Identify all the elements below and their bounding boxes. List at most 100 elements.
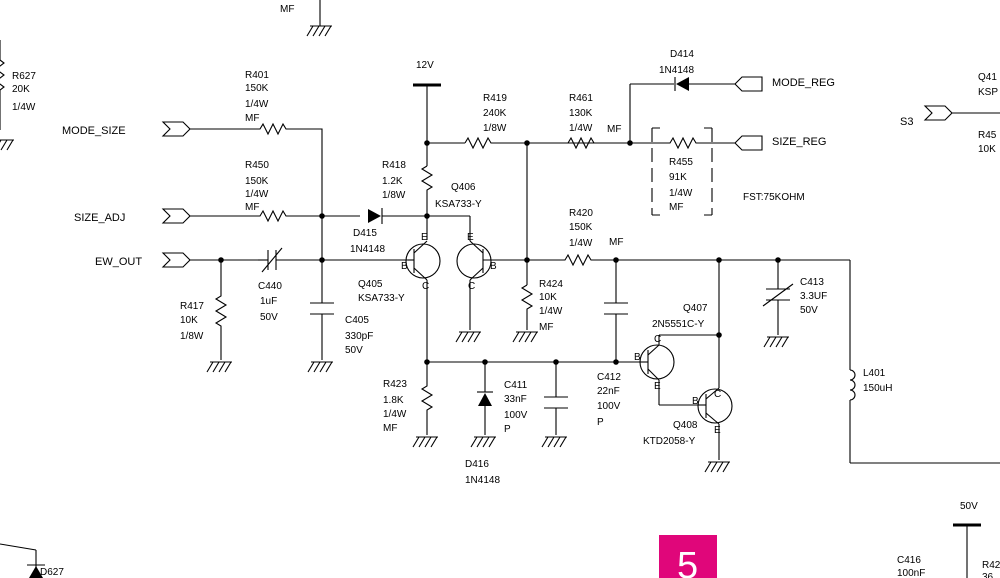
- r461-resistor: R461 130K 1/4W MF: [567, 93, 621, 150]
- c413-voltage: 50V: [800, 305, 818, 316]
- d416-diode: D416 1N4148: [465, 362, 500, 486]
- r423-ref: R423: [383, 379, 407, 390]
- q41x-partial: Q41 KSP R45 10K: [978, 72, 998, 155]
- q408-pin-e: E: [714, 425, 721, 436]
- r401-ref: R401: [245, 70, 269, 81]
- q406-pin-e: E: [467, 232, 474, 243]
- c412-value: 22nF: [597, 386, 620, 397]
- c440-capacitor: C440 1uF 50V: [258, 247, 408, 323]
- r420-ref: R420: [569, 208, 593, 219]
- c413-value: 3.3UF: [800, 291, 827, 302]
- c412-type: P: [597, 417, 604, 428]
- q405-value: KSA733-Y: [358, 293, 405, 304]
- r418-value: 1.2K: [382, 176, 403, 187]
- d414-ref: D414: [670, 49, 694, 60]
- c411-value: 33nF: [504, 394, 527, 405]
- r455-value: 91K: [669, 172, 687, 183]
- r417-resistor: R417 10K 1/8W: [180, 260, 233, 373]
- r423-type: MF: [383, 423, 397, 434]
- r418-power: 1/8W: [382, 190, 406, 201]
- c416-value: 100nF: [897, 568, 925, 578]
- r461-type: MF: [607, 124, 621, 135]
- r419-value: 240K: [483, 108, 507, 119]
- r424-power: 1/4W: [539, 306, 563, 317]
- r627-power: 1/4W: [12, 102, 36, 113]
- port-size-adj: SIZE_ADJ: [74, 208, 255, 224]
- q405-transistor: B E C Q405 KSA733-Y: [358, 232, 441, 362]
- q406-label: Q406 KSA733-Y: [435, 182, 482, 210]
- rail-12v-label: 12V: [416, 60, 434, 71]
- r455-ref: R455: [669, 157, 693, 168]
- c413-capacitor: C413 3.3UF 50V: [762, 260, 827, 348]
- r461-value: 130K: [569, 108, 593, 119]
- size-reg-label: SIZE_REG: [772, 136, 826, 148]
- r627-resistor: R627 20K 1/4W: [0, 40, 36, 151]
- port-ew-out: EW_OUT: [95, 252, 258, 268]
- q406-ref: Q406: [451, 182, 476, 193]
- l401-value: 150uH: [863, 383, 892, 394]
- d415-diode: D415 1N4148: [350, 208, 427, 255]
- c411-type: P: [504, 424, 511, 435]
- d627-ref: D627: [40, 567, 64, 578]
- rail-12v: 12V: [413, 60, 465, 166]
- c440-value: 1uF: [260, 296, 277, 307]
- q408-pin-c: C: [714, 389, 721, 400]
- port-mode-size: MODE_SIZE: [62, 121, 255, 137]
- port-s3: S3: [900, 105, 1000, 128]
- top-mf-ground: MF: [280, 0, 333, 37]
- rail-50v: 50V C416 100nF R42 36: [897, 501, 1000, 578]
- mf-label-top: MF: [280, 4, 294, 15]
- q408-value: KTD2058-Y: [643, 436, 696, 447]
- s3-label: S3: [900, 116, 913, 128]
- d415-ref: D415: [353, 228, 377, 239]
- r401-power: 1/4W: [245, 99, 269, 110]
- r455-type: MF: [669, 202, 683, 213]
- page-badge-bg: [659, 535, 717, 578]
- q406-pin-b: B: [490, 261, 497, 272]
- r42x-ref: R42: [982, 560, 1000, 571]
- q406-value: KSA733-Y: [435, 199, 482, 210]
- q407-pin-e: E: [654, 381, 661, 392]
- q407-transistor: B C E Q407 2N5551C-Y: [634, 303, 719, 406]
- d414-value: 1N4148: [659, 65, 694, 76]
- r45x-value: 10K: [978, 144, 996, 155]
- r417-power: 1/8W: [180, 331, 204, 342]
- d416-value: 1N4148: [465, 475, 500, 486]
- q408-transistor: B C E Q408 KTD2058-Y: [643, 260, 733, 473]
- d627-diode: D627: [0, 543, 64, 578]
- q407-pin-b: B: [634, 352, 641, 363]
- r423-value: 1.8K: [383, 395, 404, 406]
- r450-ref: R450: [245, 160, 269, 171]
- port-mode-reg: MODE_REG: [734, 76, 835, 92]
- q405-pin-b: B: [401, 261, 408, 272]
- c411-voltage: 100V: [504, 410, 528, 421]
- page-badge: 5: [659, 535, 717, 578]
- r424-type: MF: [539, 322, 553, 333]
- r418-resistor: R418 1.2K 1/8W: [382, 160, 434, 240]
- r461-ref: R461: [569, 93, 593, 104]
- junction-dots: [218, 140, 781, 365]
- r423-resistor: R423 1.8K 1/4W MF: [383, 362, 439, 448]
- fst-note: FST:75KOHM: [743, 192, 805, 203]
- r419-resistor: R419 240K 1/8W: [464, 93, 630, 150]
- c412-ref: C412: [597, 372, 621, 383]
- c413-ref: C413: [800, 277, 824, 288]
- r401-value: 150K: [245, 83, 269, 94]
- r461-power: 1/4W: [569, 123, 593, 134]
- r417-ref: R417: [180, 301, 204, 312]
- r424-resistor: R424 10K 1/4W MF: [512, 279, 563, 343]
- r450-power: 1/4W: [245, 189, 269, 200]
- c405-voltage: 50V: [345, 345, 363, 356]
- size-adj-label: SIZE_ADJ: [74, 212, 125, 224]
- q406-transistor: B E C: [427, 215, 527, 343]
- page-badge-number: 5: [677, 545, 698, 578]
- c411-capacitor: C411 33nF 100V P: [504, 362, 568, 448]
- mode-size-label: MODE_SIZE: [62, 125, 126, 137]
- c405-capacitor: C405 330pF 50V: [307, 260, 373, 373]
- l401-inductor: L401 150uH: [849, 260, 1000, 464]
- r627-value: 20K: [12, 84, 30, 95]
- d415-value: 1N4148: [350, 244, 385, 255]
- ew-out-label: EW_OUT: [95, 256, 142, 268]
- q407-value: 2N5551C-Y: [652, 319, 705, 330]
